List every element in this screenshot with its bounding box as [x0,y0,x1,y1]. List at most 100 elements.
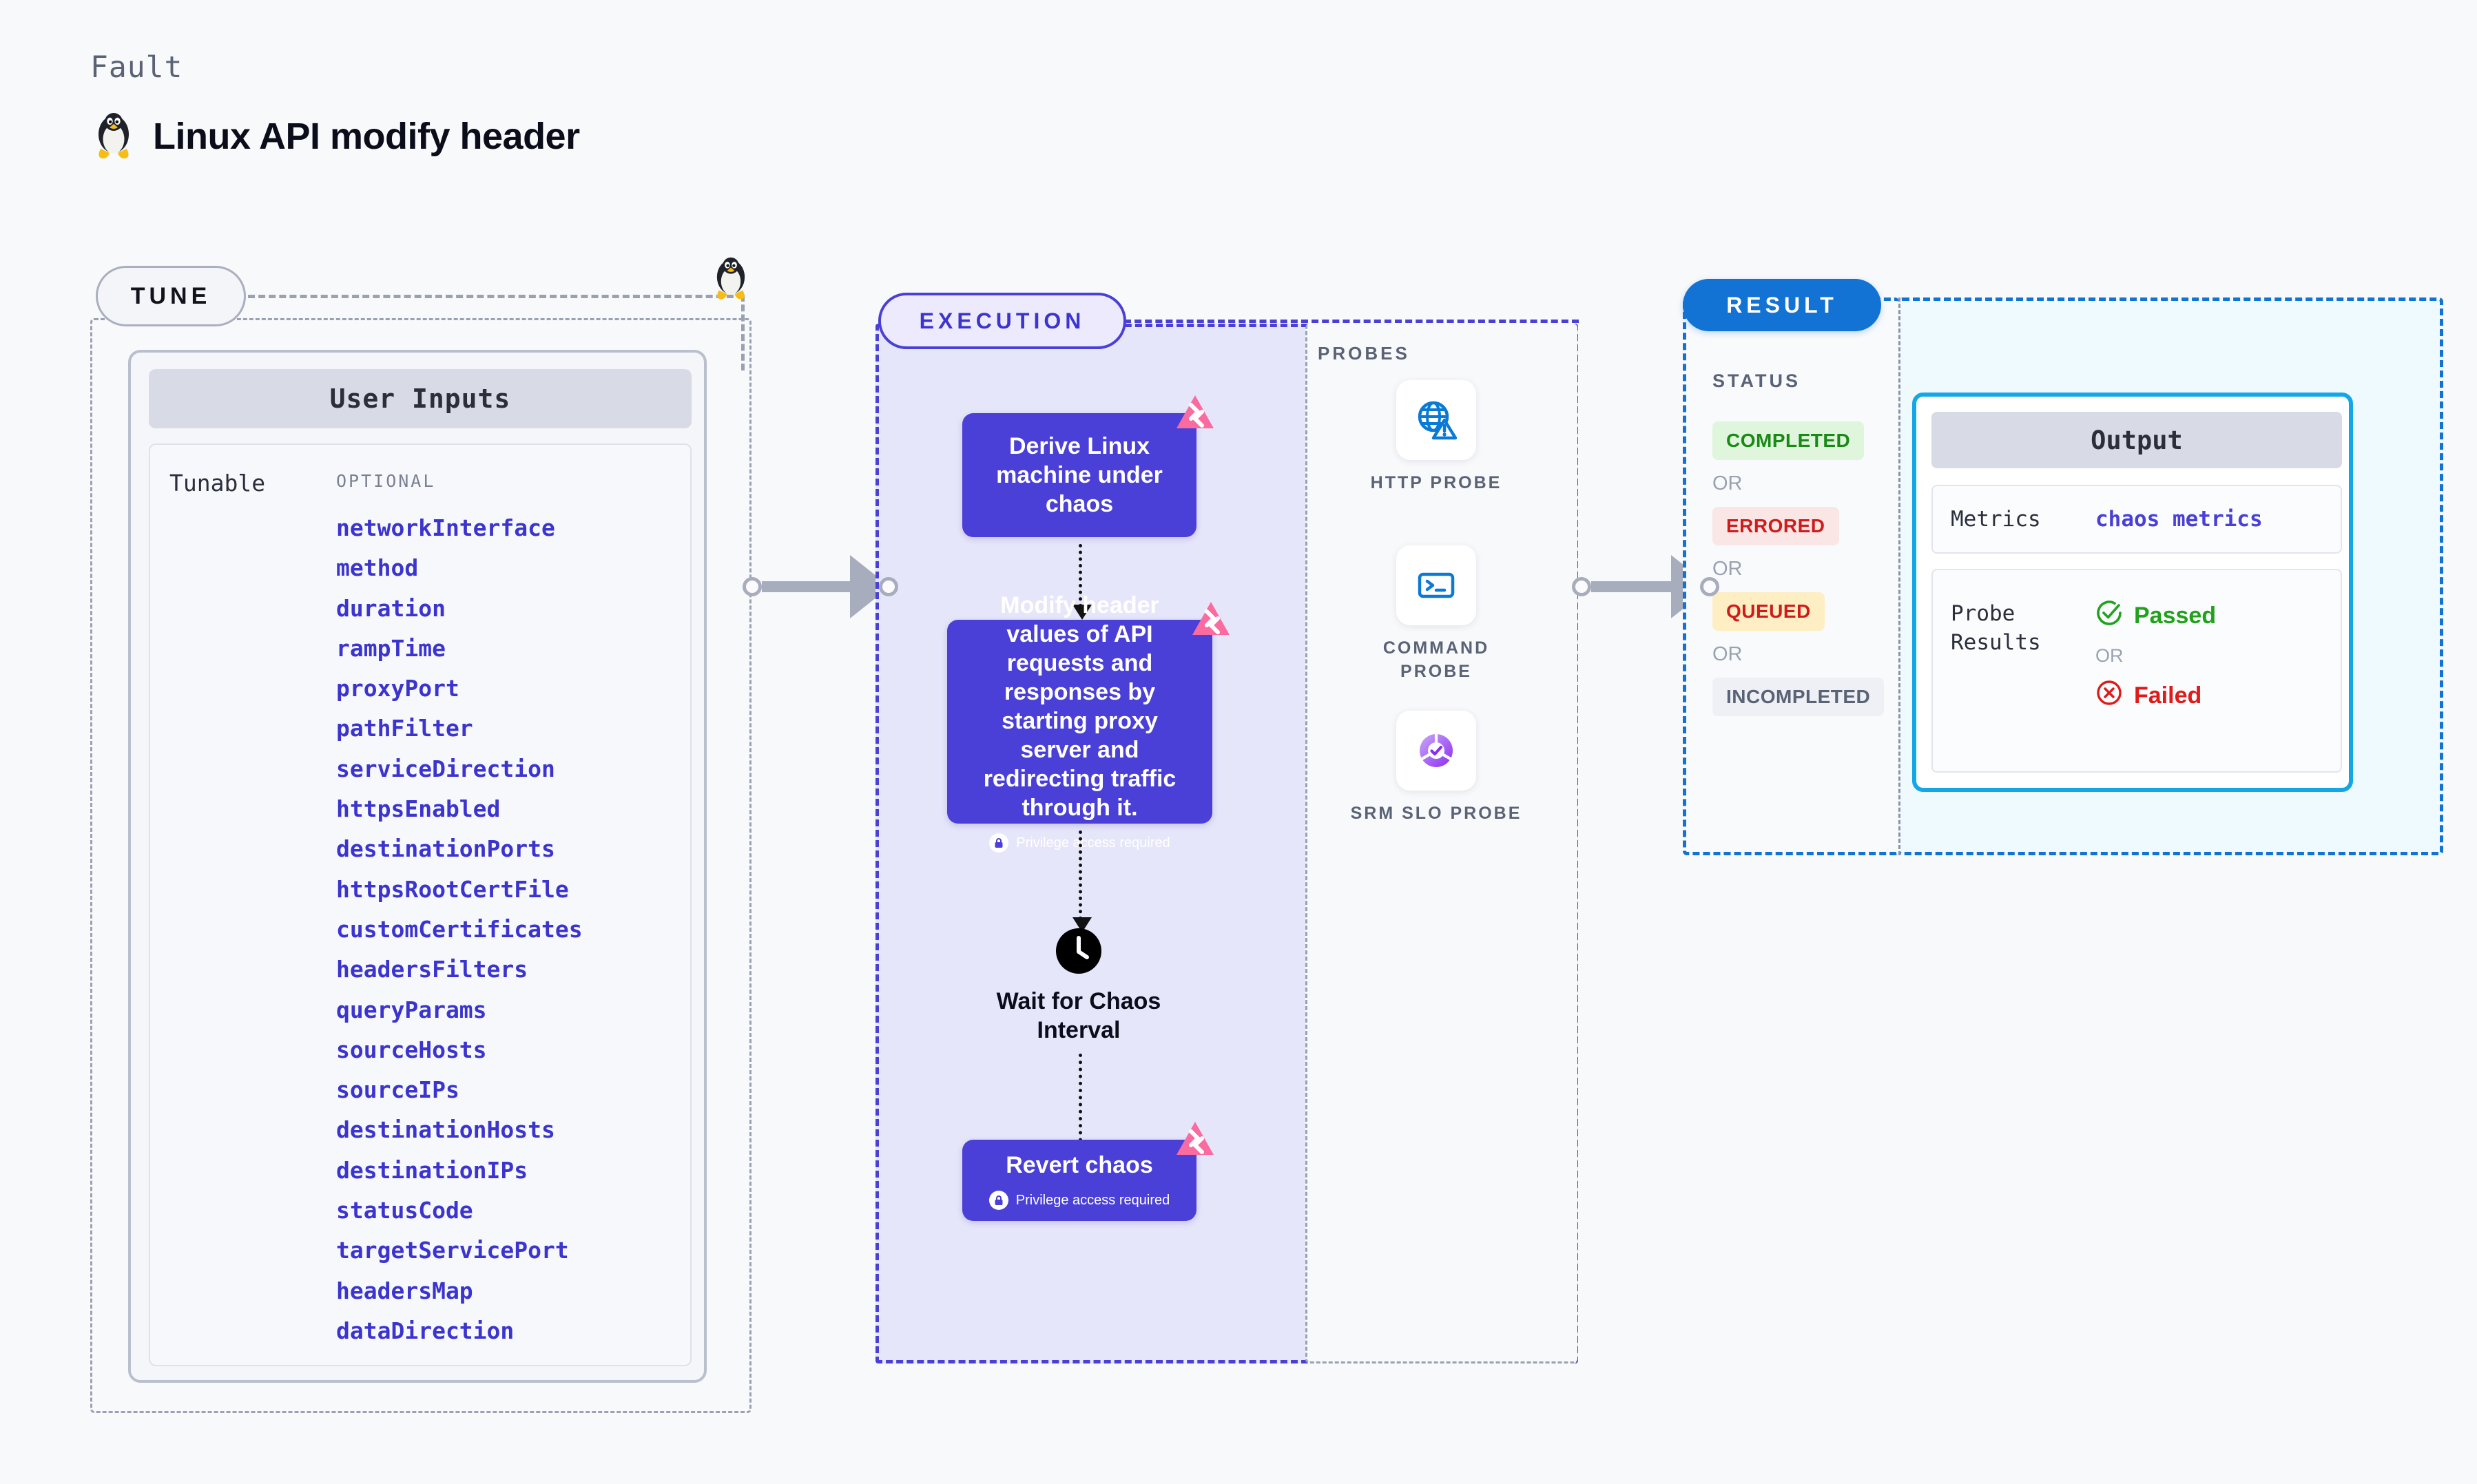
failed-label: Failed [2134,682,2202,709]
privilege-note: Privilege access required [988,1191,1170,1210]
clock-icon [1056,928,1101,977]
passed-label: Passed [2134,603,2217,629]
connector-end-dot [879,577,898,596]
tunable-parameter[interactable]: customCertificates [336,915,583,943]
tunable-parameter[interactable]: sourceIPs [336,1076,459,1104]
connector-bar [1591,581,1672,592]
chaos-marker-icon [1190,600,1232,642]
tunable-parameter[interactable]: httpsRootCertFile [336,875,569,903]
probe-item-srm-slo[interactable]: SRM SLO PROBE [1347,711,1526,825]
execution-step-text: Modify header values of API requests and… [983,592,1177,821]
tunable-parameter[interactable]: statusCode [336,1197,473,1224]
output-row-probe-results: Probe Results Passed OR [1931,569,2342,773]
page-title: Linux API modify header [153,116,580,157]
user-inputs-title: User Inputs [149,369,692,428]
tunable-parameter[interactable]: destinationPorts [336,835,555,863]
status-badge: ERRORED [1712,507,1839,545]
wait-for-chaos-interval-node: Wait for Chaos Interval [996,928,1161,1045]
tunable-parameter[interactable]: sourceHosts [336,1036,487,1063]
execution-step-modify-header[interactable]: Modify header values of API requests and… [947,592,1230,853]
tunable-parameter[interactable]: networkInterface [336,514,555,541]
flow-arrow-3 [1072,1054,1092,1161]
metrics-key: Metrics [1951,507,2041,532]
tune-connector-line [248,295,744,298]
privilege-note-text: Privilege access required [1016,835,1170,850]
tunable-parameter[interactable]: rampTime [336,634,446,662]
tunable-parameter[interactable]: dataDirection [336,1317,515,1344]
execution-step-derive-machine[interactable]: Derive Linux machine under chaos [962,395,1214,537]
connector-start-dot [1572,577,1591,596]
probe-label: HTTP PROBE [1370,473,1502,492]
lock-icon [989,833,1009,853]
tunable-parameter[interactable]: method [336,554,419,582]
tunable-parameter[interactable]: queryParams [336,996,487,1023]
tunable-label: Tunable [169,470,266,497]
status-badge: QUEUED [1712,592,1825,631]
linux-penguin-icon [711,256,751,305]
execution-step-text: Revert chaos [1006,1152,1153,1178]
probe-results-key: Probe Results [1951,601,2041,655]
probe-item-command[interactable]: COMMAND PROBE [1347,545,1526,683]
connector-end-dot [1700,577,1719,596]
terminal-icon [1396,545,1476,625]
probes-zone [1305,324,1577,1363]
user-inputs-card: User Inputs Tunable OPTIONAL networkInte… [128,350,707,1383]
linux-penguin-icon [92,112,135,161]
status-or-separator: OR [1712,472,1743,494]
tunable-parameter[interactable]: destinationIPs [336,1156,528,1184]
tunable-parameter[interactable]: headersFilters [336,956,528,983]
tunable-parameter-list: networkInterface method duration rampTime pr… [336,508,583,1351]
output-card-title: Output [1931,412,2342,468]
execution-pill[interactable]: EXECUTION [878,293,1126,349]
x-circle-icon [2095,679,2123,713]
status-or-separator: OR [1712,558,1743,580]
probe-results-or: OR [2095,645,2124,666]
page-kicker: Fault [90,50,183,85]
output-card: Output Metrics chaos metrics Probe Resul… [1912,393,2353,792]
tunable-parameter[interactable]: serviceDirection [336,755,555,782]
probes-section-label: PROBES [1318,343,1410,364]
flow-arrow-2 [1072,830,1092,932]
status-badge: INCOMPLETED [1712,678,1885,716]
privilege-note-text: Privilege access required [1015,1192,1170,1208]
output-row-metrics: Metrics chaos metrics [1931,485,2342,554]
tune-connector-drop [741,295,745,370]
chaos-marker-icon [1174,394,1216,436]
status-badge: COMPLETED [1712,421,1865,460]
execution-step-text: Derive Linux machine under chaos [996,433,1163,517]
status-or-separator: OR [1712,643,1743,665]
probe-results-values: Passed OR Failed [2095,599,2216,713]
tunable-parameter[interactable]: pathFilter [336,715,473,742]
tunable-parameter[interactable]: httpsEnabled [336,795,501,823]
probe-label: COMMAND PROBE [1382,638,1490,681]
flow-arrow-1 [1072,544,1092,620]
status-section-label: STATUS [1712,370,1801,391]
privilege-note: Privilege access required [989,833,1170,853]
result-pill[interactable]: RESULT [1683,279,1881,331]
tunable-parameter[interactable]: duration [336,594,446,622]
probe-result-passed: Passed [2095,599,2216,633]
execution-connector-line [1124,320,1579,323]
chaos-marker-icon [1174,1120,1216,1162]
tunable-parameter[interactable]: proxyPort [336,675,459,702]
connector-start-dot [743,577,762,596]
tune-zone [90,318,752,1413]
lock-icon [988,1191,1008,1210]
tunable-parameter[interactable]: targetServicePort [336,1237,569,1264]
connector-bar [762,581,851,592]
probe-item-http[interactable]: HTTP PROBE [1347,380,1526,494]
tunable-parameter[interactable]: headersMap [336,1277,473,1304]
globe-warning-icon [1396,380,1476,460]
page-title-row: Linux API modify header [92,112,580,161]
check-circle-icon [2095,599,2123,633]
wait-node-label: Wait for Chaos Interval [996,988,1161,1043]
tunable-parameter[interactable]: destinationHosts [336,1116,555,1144]
result-output-divider [1898,297,1900,855]
tune-pill[interactable]: TUNE [96,266,246,326]
result-zone [1683,297,1899,855]
probe-label: SRM SLO PROBE [1350,804,1522,823]
execution-step-revert-chaos[interactable]: Revert chaos Privilege access required [962,1122,1214,1221]
metrics-value[interactable]: chaos metrics [2095,507,2263,532]
